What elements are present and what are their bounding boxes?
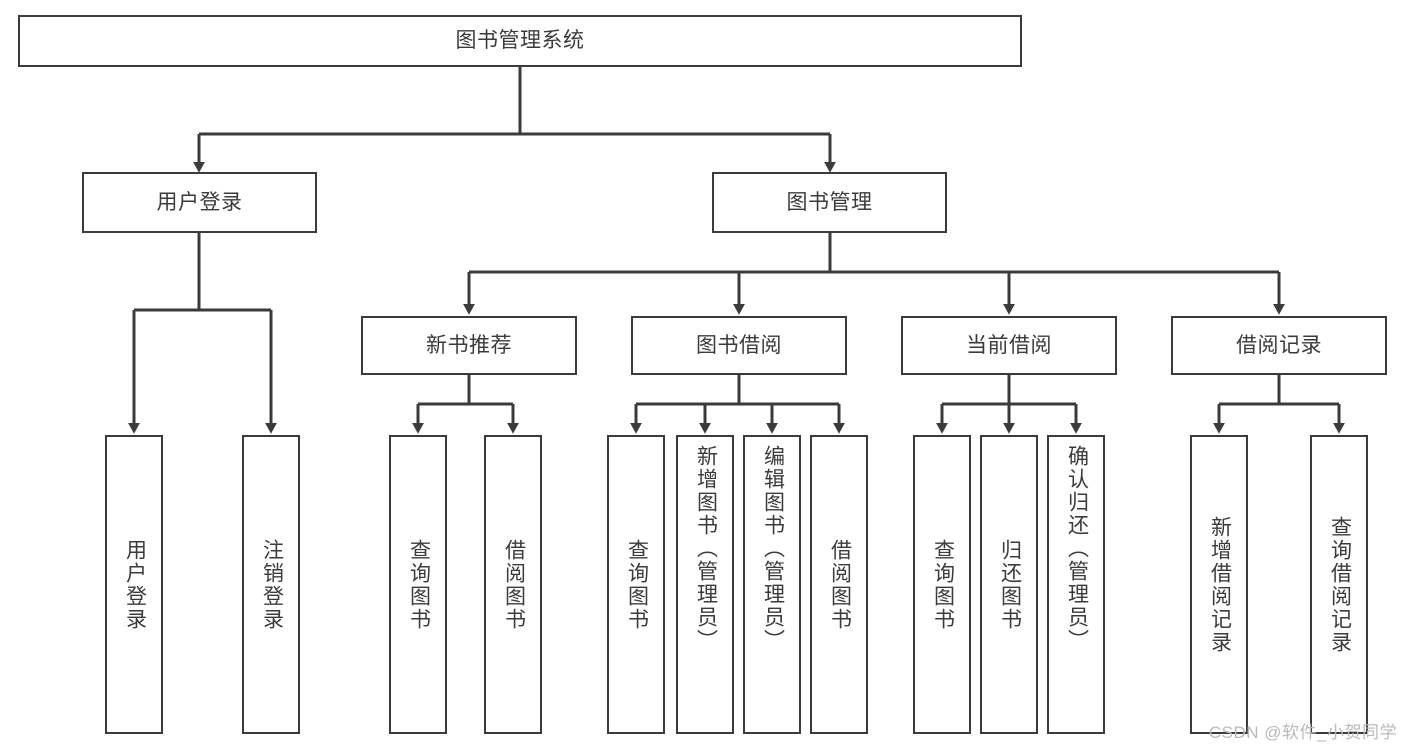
node-leaf-logout-login-label: 注销登录 (260, 538, 284, 631)
node-leaf-query-book-2-label: 查询图书 (625, 538, 649, 631)
node-leaf-borrow-book-1[interactable]: 借阅图书 (484, 435, 542, 734)
node-new-book-recommend[interactable]: 新书推荐 (361, 316, 577, 375)
node-leaf-query-book-2[interactable]: 查询图书 (607, 435, 665, 734)
node-leaf-user-login[interactable]: 用户登录 (105, 435, 163, 734)
node-new-book-recommend-label: 新书推荐 (426, 333, 512, 357)
node-leaf-query-book-3-label: 查询图书 (931, 538, 955, 631)
node-leaf-confirm-return[interactable]: 确认归还（管理员） (1047, 435, 1105, 734)
node-leaf-add-book[interactable]: 新增图书（管理员） (676, 435, 734, 734)
node-current-borrow[interactable]: 当前借阅 (901, 316, 1117, 375)
node-leaf-borrow-book-2-label: 借阅图书 (828, 538, 852, 631)
node-leaf-add-book-label: 新增图书（管理员） (694, 445, 718, 652)
node-leaf-borrow-book-2[interactable]: 借阅图书 (810, 435, 868, 734)
node-leaf-logout-login[interactable]: 注销登录 (242, 435, 300, 734)
node-leaf-query-book-3[interactable]: 查询图书 (913, 435, 971, 734)
node-leaf-edit-book[interactable]: 编辑图书（管理员） (743, 435, 801, 734)
node-leaf-return-book[interactable]: 归还图书 (980, 435, 1038, 734)
node-user-login[interactable]: 用户登录 (82, 172, 317, 233)
node-leaf-user-login-label: 用户登录 (123, 538, 147, 631)
node-root-label: 图书管理系统 (455, 29, 585, 53)
watermark-text: CSDN @软件_小贺同学 (1208, 723, 1397, 742)
node-leaf-confirm-return-label: 确认归还（管理员） (1065, 445, 1089, 652)
node-leaf-edit-book-label: 编辑图书（管理员） (761, 445, 785, 652)
node-leaf-return-book-label: 归还图书 (998, 538, 1022, 631)
node-leaf-query-record-label: 查询借阅记录 (1328, 515, 1352, 654)
node-book-borrow[interactable]: 图书借阅 (631, 316, 847, 375)
node-leaf-borrow-book-1-label: 借阅图书 (502, 538, 526, 631)
node-current-borrow-label: 当前借阅 (966, 333, 1052, 357)
node-borrow-record[interactable]: 借阅记录 (1171, 316, 1387, 375)
node-leaf-query-record[interactable]: 查询借阅记录 (1310, 435, 1368, 734)
node-borrow-record-label: 借阅记录 (1236, 333, 1322, 357)
node-leaf-add-record-label: 新增借阅记录 (1208, 515, 1232, 654)
node-book-management[interactable]: 图书管理 (712, 172, 947, 233)
node-user-login-label: 用户登录 (156, 190, 243, 214)
node-book-borrow-label: 图书借阅 (696, 333, 782, 357)
node-leaf-query-book-1[interactable]: 查询图书 (389, 435, 447, 734)
node-leaf-query-book-1-label: 查询图书 (407, 538, 431, 631)
node-root[interactable]: 图书管理系统 (18, 15, 1022, 67)
node-book-management-label: 图书管理 (786, 190, 873, 214)
node-leaf-add-record[interactable]: 新增借阅记录 (1190, 435, 1248, 734)
